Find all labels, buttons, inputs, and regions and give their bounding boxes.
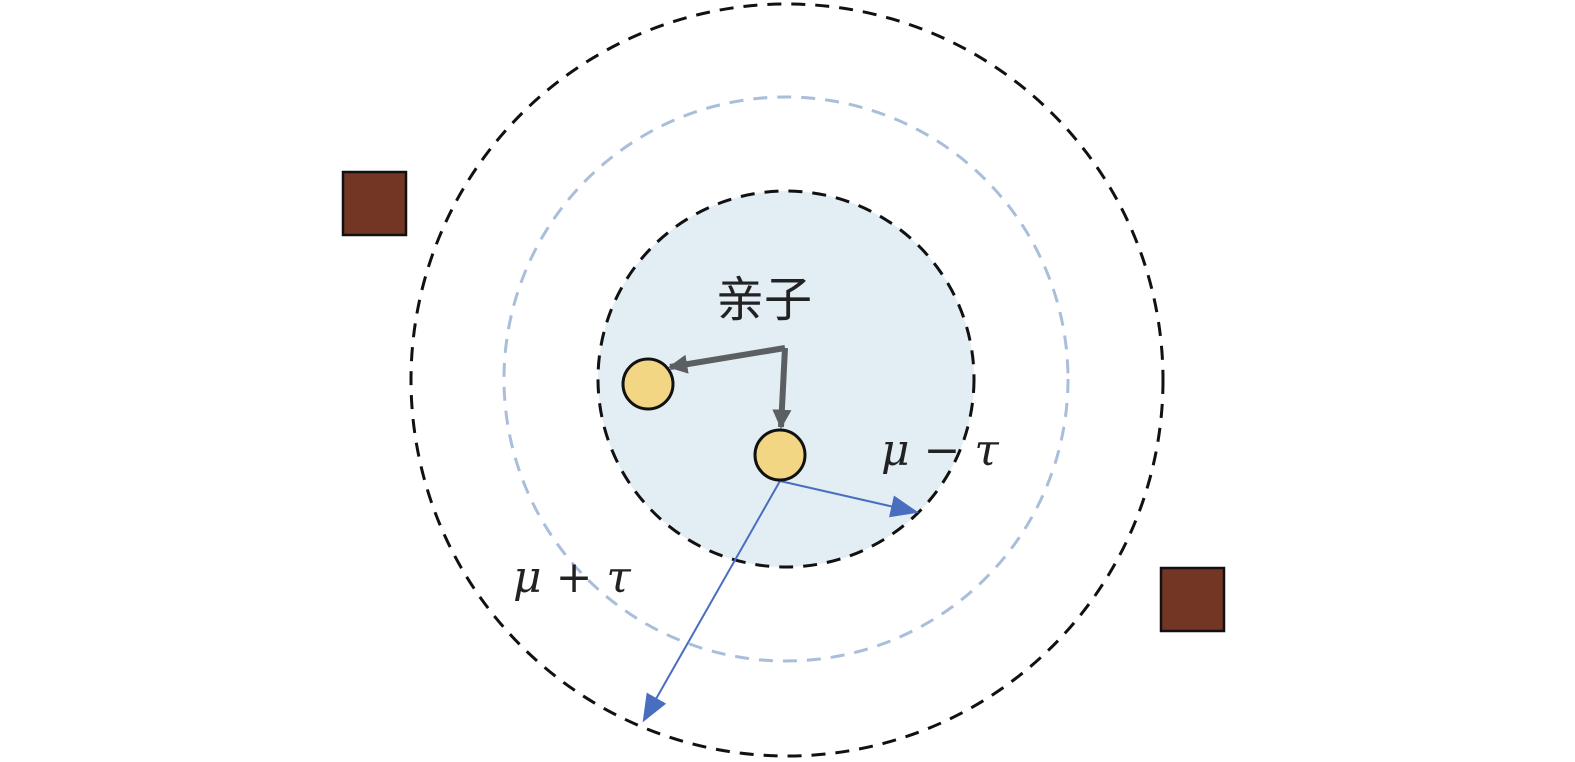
gray-arrow-to-center-node [772, 347, 792, 429]
obstacle-square-right [1159, 566, 1226, 633]
group-label: 亲子 [716, 272, 812, 328]
obstacle-square-left [341, 170, 408, 237]
inner-radius-arrow [779, 480, 919, 518]
inner-radius-label: μ − τ [881, 425, 999, 476]
outer-radius-arrow [642, 480, 781, 723]
node-center [753, 428, 807, 482]
outer-dashed-circle [409, 2, 1165, 758]
gray-arrow-to-left-node [668, 345, 786, 374]
middle-dashed-circle [502, 95, 1070, 663]
node-left [621, 357, 675, 411]
outer-radius-label: μ + τ [513, 552, 631, 603]
